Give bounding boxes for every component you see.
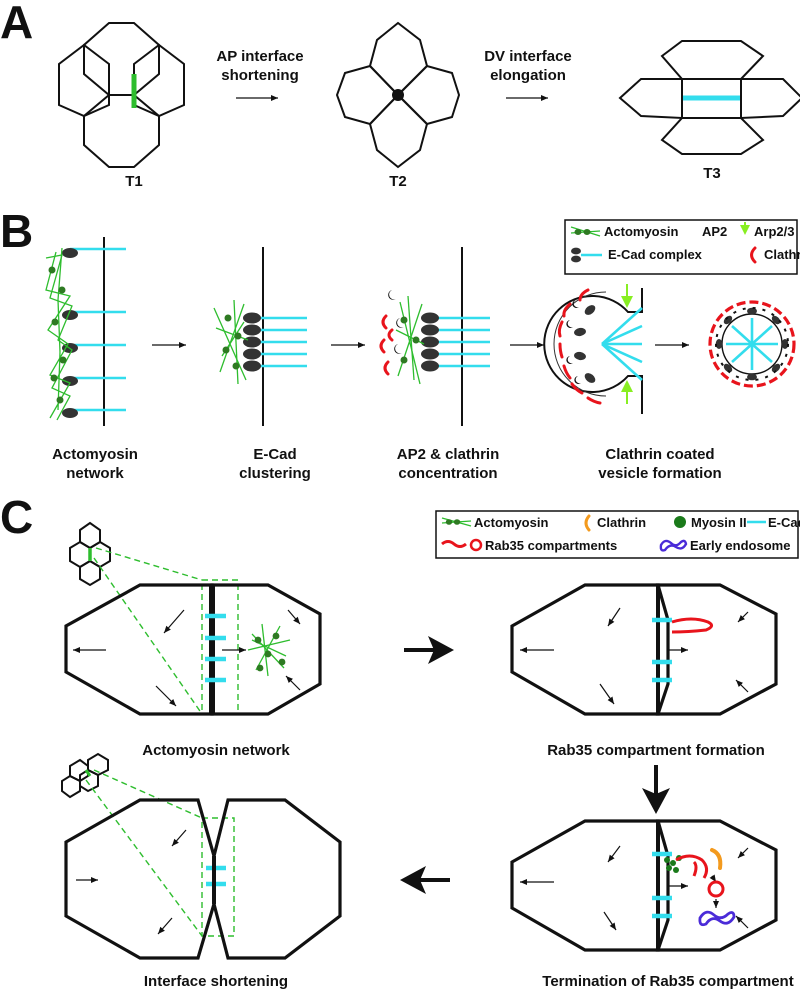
c-stage-interface-shortening [61, 752, 342, 960]
legend-c-rab35: Rab35 compartments [485, 538, 617, 553]
rab35-legend-icon [441, 538, 483, 552]
arp23-legend-icon [740, 225, 750, 235]
c-tl-inset [69, 521, 111, 587]
legend-b-actomyosin: Actomyosin [604, 224, 678, 239]
endosome-legend-icon [659, 539, 688, 552]
t3-cell-cluster [618, 40, 800, 155]
c-caption-tl: Actomyosin network [142, 742, 290, 759]
stage-2-line2: clustering [239, 465, 311, 482]
t2-cell-cluster [335, 21, 461, 169]
c-stage-actomyosin [64, 521, 322, 716]
legend-c-ecad: E-Cad [768, 515, 800, 530]
step1-line2: shortening [221, 67, 299, 84]
legend-c-actomyosin: Actomyosin [474, 515, 548, 530]
legend-c-myosin: Myosin II [691, 515, 747, 530]
step1-line1: AP interface [216, 48, 303, 65]
stage-1-line1: Actomyosin [52, 446, 138, 463]
c-caption-tr: Rab35 compartment formation [547, 742, 765, 759]
c-rab35-vesicle [707, 880, 725, 898]
clathrin-legend-icon [750, 246, 757, 264]
legend-b-ap2: AP2 [702, 224, 727, 239]
c-tl-actomyosin-network [247, 623, 291, 677]
myosin-legend-icon [674, 516, 686, 528]
panel-c-legend: Actomyosin Clathrin Myosin II E-Cad Rab3… [435, 510, 800, 559]
legend-c-endosome: Early endosome [690, 538, 790, 553]
legend-b-ecad-complex: E-Cad complex [608, 247, 703, 262]
stage-ecad-clustering [213, 247, 307, 426]
stage-3-line1: AP2 & clathrin [397, 446, 500, 463]
stage-2-line1: E-Cad [253, 446, 296, 463]
c-stage-rab35-formation [510, 583, 778, 716]
t1-cell-cluster [58, 22, 185, 168]
c-bl-inset [61, 752, 109, 799]
c-rab35-compartment [671, 617, 713, 634]
legend-b-arp23: Arp2/3 [754, 224, 794, 239]
c-caption-br: Termination of Rab35 compartment [542, 973, 793, 990]
stage-actomyosin-network [45, 237, 126, 426]
c-clathrin-orange [710, 848, 723, 870]
actomyosin-legend-c-icon [441, 517, 472, 527]
t2-vertex [392, 89, 404, 101]
stage-1-line2: network [66, 465, 124, 482]
step2-line1: DV interface [484, 48, 572, 65]
panel-label-a: A [0, 0, 33, 48]
stage-coated-vesicle [708, 300, 796, 388]
stage-ap2-clathrin [379, 247, 490, 426]
legend-c-clathrin: Clathrin [597, 515, 646, 530]
c-stage-termination [510, 819, 778, 952]
t3-label: T3 [703, 165, 721, 182]
step2-line2: elongation [490, 67, 566, 84]
legend-b-clathrin: Clathrin [764, 247, 800, 262]
stage-3-line2: concentration [398, 465, 497, 482]
panel-label-c: C [0, 491, 33, 543]
t1-label: T1 [125, 173, 143, 190]
c-caption-bl: Interface shortening [144, 973, 288, 990]
stage-4-line2: vesicle formation [598, 465, 721, 482]
c-early-endosome [698, 910, 736, 927]
c-rab35-pinching [675, 854, 709, 879]
ecad-complex-legend-icon [571, 247, 602, 263]
t2-label: T2 [389, 173, 407, 190]
actomyosin-legend-icon [570, 226, 601, 237]
stage-4-line1: Clathrin coated [605, 446, 714, 463]
panel-b-legend: Actomyosin AP2 Arp2/3 E-Cad complex Clat… [564, 219, 800, 275]
stage-coated-pit [543, 284, 643, 414]
clathrin-orange-icon [584, 514, 591, 532]
panel-label-b: B [0, 205, 33, 257]
